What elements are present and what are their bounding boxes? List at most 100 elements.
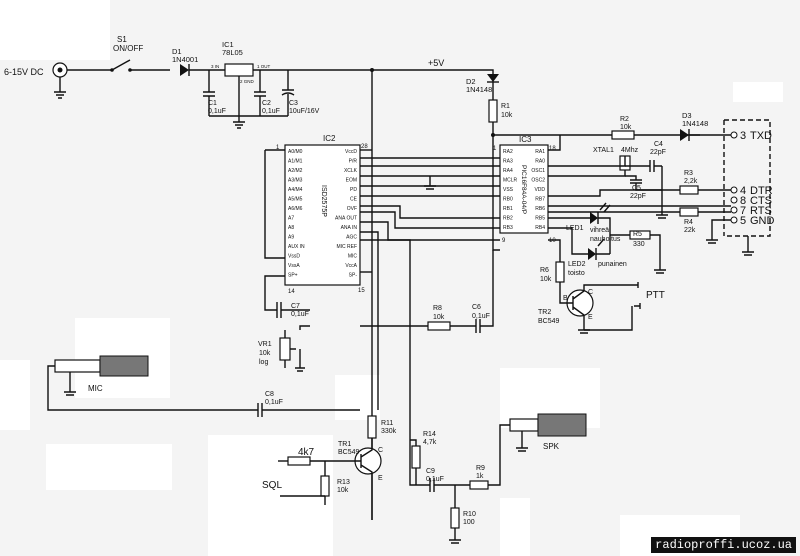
wire — [548, 156, 626, 177]
connector-pin — [730, 206, 738, 214]
connector-pin-name: CTS — [750, 195, 772, 207]
wire — [310, 460, 350, 476]
ic1-pin-in: 3 IN — [211, 64, 219, 69]
xtal-val: 4Mhz — [621, 147, 639, 154]
connector-pin — [730, 216, 738, 224]
dc-input-label: 6-15V DC — [4, 67, 44, 77]
c3-ref: C3 — [289, 100, 298, 107]
ic3-pin-label: RA1 — [535, 149, 545, 155]
r9-val: 1k — [476, 473, 484, 480]
d3-type: 1N4148 — [682, 119, 708, 128]
d2-ref: D2 — [466, 77, 476, 86]
connector-pin-number: 7 — [740, 205, 746, 217]
ground-symbol — [449, 528, 461, 544]
connector-pin-number: 5 — [740, 215, 746, 227]
c1-ref: C1 — [208, 100, 217, 107]
r4-ref: R4 — [684, 219, 693, 226]
ic3-pin-label: RA3 — [503, 159, 513, 165]
vr1-val: 10k — [259, 350, 271, 357]
c2-ref: C2 — [262, 100, 271, 107]
cap-c5 — [625, 175, 662, 191]
connector-pin-number: 3 — [740, 130, 746, 142]
wire — [360, 231, 379, 410]
xtal-ref: XTAL1 — [593, 147, 614, 154]
wire — [548, 217, 590, 255]
paper-patch — [500, 498, 530, 556]
led2-color: punainen — [598, 261, 627, 268]
ic2-pin-label: A1/M1 — [288, 159, 303, 165]
cap-c2 — [254, 70, 266, 116]
ic1-pin-out: 1 OUT — [257, 64, 271, 69]
wire — [488, 424, 510, 486]
paper-patch — [46, 444, 172, 490]
resistor-r12 — [287, 456, 311, 466]
ic3-pin-label: VDD — [534, 187, 545, 193]
r9-ref: R9 — [476, 465, 485, 472]
ic2-pin-label: VssD — [288, 254, 300, 260]
ic3-pin-label: RB7 — [535, 197, 545, 203]
r1-val: 10k — [501, 112, 513, 119]
ptt-wiring — [584, 282, 641, 331]
ic2-left-pin-labels: A0/M0A1/M1A2/M2A3/M3A4/M4A5/M5A6/M6A7A8A… — [288, 149, 305, 279]
ground-symbol — [650, 234, 666, 274]
r2-val: 10k — [620, 124, 632, 131]
tr1-emitter-label: E — [378, 475, 383, 482]
wire — [299, 325, 310, 330]
d2-type: 1N4148 — [466, 85, 492, 94]
connector-pin-number: 4 — [740, 185, 746, 197]
led2-ref: LED2 — [568, 261, 586, 268]
s1-desc: ON/OFF — [113, 44, 143, 53]
vr1-ref: VR1 — [258, 341, 272, 348]
ic2-pin-label: AGC — [346, 235, 357, 241]
r2-ref: R2 — [620, 116, 629, 123]
c8-ref: C8 — [265, 391, 274, 398]
sql-resistor-value: 4k7 — [298, 447, 315, 458]
led2-wiring — [595, 238, 610, 260]
ic3-pin-label: RB1 — [503, 206, 513, 212]
tr2-base-label: B — [563, 295, 568, 302]
ic2-pin-14: 14 — [288, 289, 295, 295]
r6-val: 10k — [540, 276, 552, 283]
ic2-pin-label: AUX IN — [288, 244, 305, 250]
c4-val: 22pF — [650, 149, 666, 156]
r14-ref: R14 — [423, 431, 436, 438]
connector-pin-name: DTR — [750, 185, 773, 197]
ic2-body — [284, 144, 361, 286]
wire — [188, 64, 225, 76]
ic3-pin-label: RB4 — [535, 225, 545, 231]
ic3-pin-label: RA4 — [503, 168, 513, 174]
tr1-collector-label: C — [378, 447, 383, 454]
ic2-pin-label: VccA — [345, 263, 357, 269]
spk-jack-body — [509, 418, 539, 432]
c9-val: 0,1uF — [426, 476, 444, 483]
ic3-pin-18: 18 — [549, 146, 556, 152]
r10-ref: R10 — [463, 511, 476, 518]
ic3-pin-label: OSC1 — [531, 168, 545, 174]
ic2-pin-label: EOM — [346, 178, 357, 184]
tr1-wiring — [350, 438, 373, 520]
r1-ref: R1 — [501, 103, 510, 110]
ic3-pin-label: OSC2 — [531, 178, 545, 184]
ic2-pin-label: A6/M6 — [288, 206, 303, 212]
ic2-pin-label: MIC — [348, 254, 358, 260]
cap-c3 — [281, 70, 295, 116]
switch-s1 — [111, 59, 170, 71]
ic3-pin-10: 10 — [549, 238, 556, 244]
connector-pin — [730, 131, 738, 139]
connector-pin-number: 8 — [740, 195, 746, 207]
switch-contact — [128, 68, 132, 72]
spk-jack-grip — [537, 413, 587, 437]
resistor-r2 — [611, 130, 635, 140]
paper-patch — [0, 0, 110, 60]
resistor-r13 — [320, 475, 330, 497]
jack-ground — [54, 77, 66, 99]
resistor-r11 — [367, 415, 377, 439]
paper-patch — [335, 375, 380, 420]
c6-ref: C6 — [472, 304, 481, 311]
ic3-body — [499, 144, 549, 234]
d3-ref: D3 — [682, 111, 692, 120]
ic1-ref: IC1 — [222, 40, 234, 49]
